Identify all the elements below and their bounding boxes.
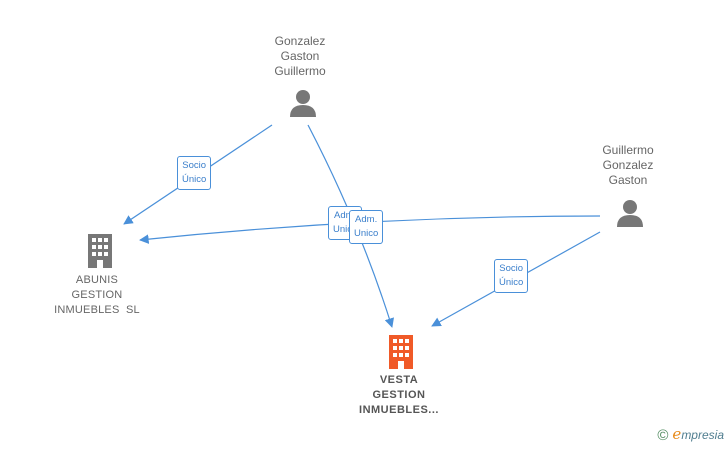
person-name-line: Gonzalez — [602, 158, 654, 172]
person-name-line: Guillermo — [602, 143, 654, 157]
brand-first-letter: e — [672, 425, 682, 443]
company-name-c2[interactable]: VESTA GESTION INMUEBLES... — [339, 373, 459, 418]
person-name-p1[interactable]: Gonzalez Gaston Guillermo — [250, 34, 350, 79]
person-name-p2[interactable]: Guillermo Gonzalez Gaston — [578, 143, 678, 188]
edge-label-socio-unico: Socio Único — [177, 156, 212, 190]
person-name-line: Gaston — [608, 173, 648, 187]
building-icon[interactable] — [386, 334, 416, 370]
person-name-line: Guillermo — [274, 64, 326, 78]
company-name-line: ABUNIS — [75, 274, 119, 286]
brand-name: mpresia — [681, 428, 724, 442]
company-name-line: INMUEBLES SL — [54, 304, 140, 316]
person-name-line: Gaston — [280, 49, 320, 63]
company-name-c1[interactable]: ABUNIS GESTION INMUEBLES SL — [37, 273, 157, 318]
company-name-line: VESTA — [379, 374, 419, 386]
copyright-icon: © — [657, 427, 669, 444]
edge-label-socio-unico: Socio Único — [494, 259, 529, 293]
company-name-line: GESTION — [71, 289, 123, 301]
brand-logo[interactable]: ©empresia — [657, 425, 724, 444]
person-icon[interactable] — [615, 198, 645, 228]
company-name-line: GESTION — [372, 389, 426, 401]
edge-label-adm-unico: Adm. Unico — [349, 210, 384, 244]
company-name-line: INMUEBLES... — [359, 404, 439, 416]
building-icon[interactable] — [85, 233, 115, 269]
person-name-line: Gonzalez — [274, 34, 326, 48]
person-icon[interactable] — [288, 88, 318, 118]
